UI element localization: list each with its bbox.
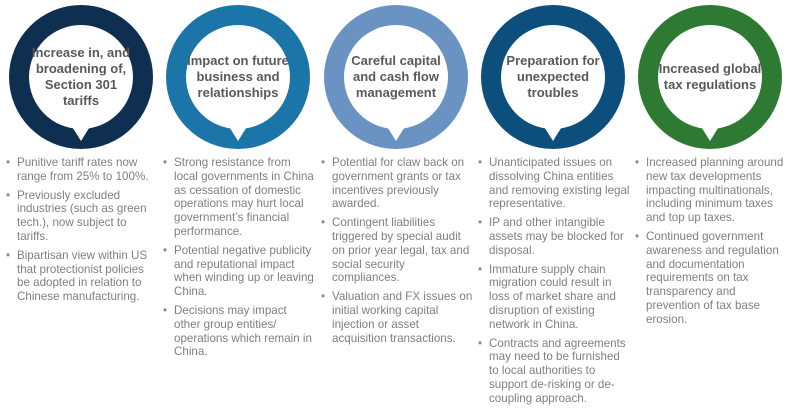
list-item: Bipartisan view within US that protectio… [3, 249, 159, 304]
list-item: Unanticipated issues on dissolving China… [475, 156, 631, 211]
list-item: Increased planning around new tax develo… [632, 156, 788, 225]
list-item: Contracts and agreements may need to be … [475, 337, 631, 406]
list-item: IP and other intangible assets may be bl… [475, 216, 631, 257]
speech-circle-icon: Careful capital and cash flow management [320, 5, 472, 151]
bullet-list: Punitive tariff rates now range from 25%… [3, 156, 159, 309]
speech-circle-icon: Increased global tax regulations [634, 5, 786, 151]
bullet-list: Increased planning around new tax develo… [632, 156, 788, 332]
column-title: Careful capital and cash flow management [351, 53, 441, 100]
column-title: Increase in, and broadening of, Section … [31, 45, 131, 108]
list-item: Potential negative publicity and reputat… [160, 244, 316, 299]
speech-circle-icon: Impact on future business and relationsh… [162, 5, 314, 151]
bullet-list: Strong resistance from local governments… [160, 156, 316, 364]
list-item: Contingent liabilities triggered by spec… [318, 216, 474, 285]
column-title: Increased global tax regulations [658, 61, 762, 92]
list-item: Potential for claw back on government gr… [318, 156, 474, 211]
list-item: Previously excluded industries (such as … [3, 189, 159, 244]
column-title: Impact on future business and relationsh… [187, 53, 289, 100]
speech-circle-icon: Increase in, and broadening of, Section … [5, 5, 157, 151]
bullet-list: Potential for claw back on government gr… [318, 156, 474, 350]
list-item: Strong resistance from local governments… [160, 156, 316, 239]
bullet-list: Unanticipated issues on dissolving China… [475, 156, 631, 411]
list-item: Valuation and FX issues on initial worki… [318, 290, 474, 345]
list-item: Decisions may impact other group entitie… [160, 304, 316, 359]
list-item: Continued government awareness and regul… [632, 230, 788, 327]
list-item: Punitive tariff rates now range from 25%… [3, 156, 159, 184]
list-item: Immature supply chain migration could re… [475, 263, 631, 332]
speech-circle-icon: Preparation for unexpected troubles [477, 5, 629, 151]
column-title: Preparation for unexpected troubles [506, 53, 600, 100]
